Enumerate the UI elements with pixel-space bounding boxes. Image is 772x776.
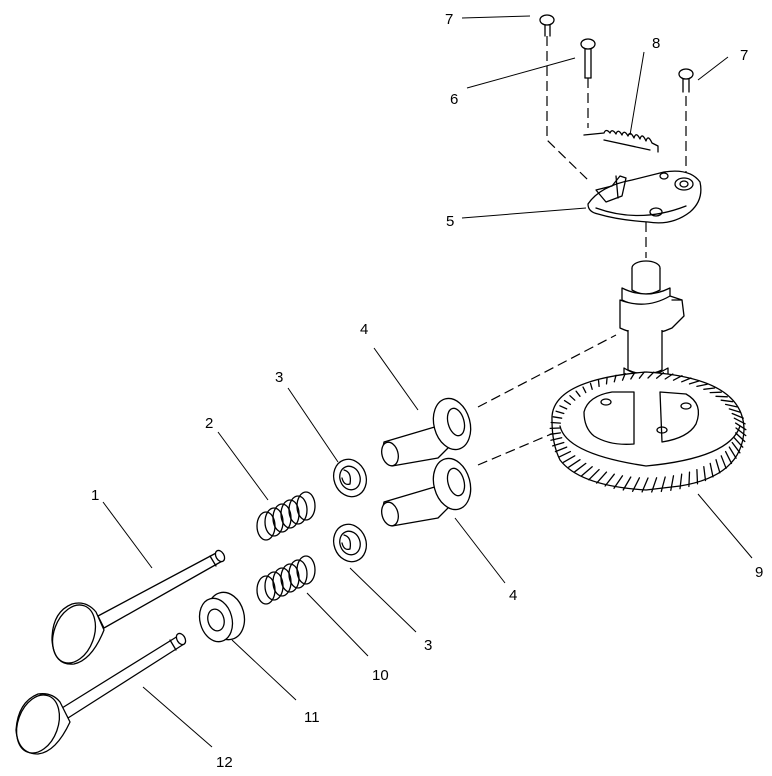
gear-tooth [715,459,721,474]
gear-teeth [549,371,747,493]
gear-tooth [688,380,700,385]
gear-tooth [735,427,747,437]
gear-tooth [605,376,608,385]
gear-tooth [641,477,649,493]
gear-tooth [731,412,744,419]
callout-3-upper: 3 [275,369,283,386]
gear-tooth [631,477,641,492]
gear-tooth [582,386,587,394]
callout-3-lower: 3 [424,637,432,654]
callout-6: 6 [450,91,458,108]
gear-tooth [734,422,747,431]
gear-tooth [696,468,699,485]
gear-tooth [647,371,655,379]
gear-tooth [733,437,744,448]
gear-tooth [709,462,714,478]
gear-tooth [549,432,562,435]
part-2-valve-spring [256,491,316,541]
part-9-cam-gear [549,371,747,493]
gear-tooth [552,441,565,447]
gear-tooth [550,421,562,424]
gear-tooth [580,466,593,477]
gear-tooth [638,371,645,379]
part-4-tappet-upper [381,397,472,467]
gear-tooth [550,437,563,441]
gear-tooth [651,477,658,493]
callout-11: 11 [304,709,320,726]
gear-tooth [728,408,742,414]
gear-tooth [660,476,666,493]
part-10-valve-spring [256,555,316,605]
gear-tooth [724,403,738,408]
gear-tooth [630,371,636,380]
callout-1: 1 [91,487,99,504]
gear-tooth [655,372,665,379]
gear-tooth [596,471,608,484]
part-6-pin [580,38,596,79]
callout-4-upper: 4 [360,321,368,338]
gear-tooth [731,441,741,454]
gear-tooth [720,399,734,403]
callout-10: 10 [372,667,389,684]
callout-12: 12 [216,754,233,771]
gear-tooth [569,395,576,401]
part-3-retainer-upper [332,458,368,498]
callout-labels: 7 6 8 7 5 4 3 2 1 4 3 9 10 11 12 [91,11,763,771]
gear-tooth [688,471,691,488]
part-7-pin-left [539,14,555,37]
gear-tooth [715,395,728,398]
gear-tooth [613,475,624,489]
callout-7-left: 7 [445,11,453,28]
callout-5: 5 [446,213,454,230]
gear-tooth [622,476,632,491]
gear-tooth [621,372,626,381]
gear-tooth [554,446,568,453]
gear-tooth [588,468,600,481]
gear-tooth [555,410,565,415]
gear-tooth [558,450,572,458]
gear-tooth [728,446,737,459]
gear-tooth [696,383,708,388]
gear-tooth [562,455,576,463]
gear-tooth [575,390,581,397]
gear-tooth [703,466,707,482]
gear-tooth [604,473,615,487]
gear-tooth [703,387,716,390]
part-12-exhaust-valve [15,632,187,755]
gear-tooth [733,417,746,425]
part-5-plate [587,170,702,224]
gear-tooth [734,432,746,443]
gear-tooth [681,377,692,383]
part-4-tappet-lower [381,457,472,527]
callout-4-lower: 4 [509,587,517,604]
gear-tooth [559,405,568,410]
gear-tooth [720,455,727,469]
gear-tooth [679,473,683,490]
callout-7-right: 7 [740,47,748,64]
callout-8: 8 [652,35,660,52]
part-8-spring [583,129,659,153]
gear-tooth [563,399,572,406]
gear-tooth [552,416,563,419]
gear-tooth [613,374,617,383]
gear-tooth [724,450,733,465]
gear-tooth [672,375,683,381]
part-1-intake-valve [51,549,226,665]
gear-tooth [597,379,600,388]
part-7-pin-right [678,68,694,93]
gear-tooth [574,462,587,473]
assembly-lines [477,36,687,466]
gear-tooth [670,475,675,492]
callout-9: 9 [755,564,763,581]
gear-tooth [589,382,593,390]
leader-lines [102,15,753,748]
gear-tooth [568,459,581,468]
part-3-retainer-lower [332,523,368,563]
callout-2: 2 [205,415,213,432]
part-11-valve-seal [198,591,246,643]
gear-tooth [664,373,674,380]
